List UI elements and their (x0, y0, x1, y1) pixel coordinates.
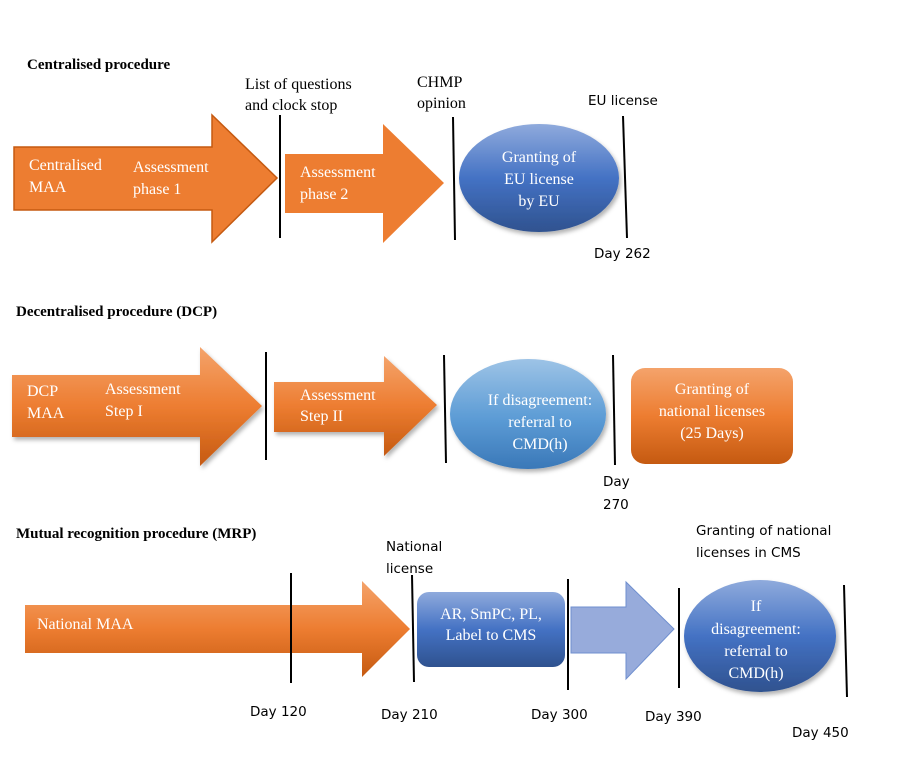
day-262-label: Day 262 (594, 246, 651, 262)
dcp-maa-label-2: MAA (27, 405, 65, 422)
assessment-step2-label-1: Assessment (300, 387, 376, 404)
mrp-disagreement-label-4: CMD(h) (728, 665, 783, 682)
dcp-disagreement-label-1: If disagreement: (488, 392, 592, 409)
granting-eu-license-label-2: EU license (504, 171, 574, 188)
day-300-label: Day 300 (531, 707, 588, 723)
day-210-label: Day 210 (381, 707, 438, 723)
centralised-section: Centralised procedure Centralised MAA As… (13, 57, 658, 262)
day-270-label-2: 270 (603, 497, 629, 513)
national-license-label-2: license (386, 561, 433, 577)
granting-eu-license-label-1: Granting of (502, 149, 577, 166)
granting-eu-license-ellipse (459, 124, 619, 232)
eu-license-label: EU license (588, 93, 658, 109)
assessment-step1-label-1: Assessment (105, 381, 181, 398)
granting-eu-license-label-3: by EU (518, 193, 560, 210)
dcp-milestone-line-day-270 (612, 354, 616, 466)
dcp-maa-label-1: DCP (27, 383, 58, 400)
assessment-phase2-label-2: phase 2 (300, 186, 348, 203)
ar-smpc-pl-label-2: Label to CMS (446, 627, 537, 644)
centralised-arrow-phase2 (285, 124, 444, 243)
national-license-label-1: National (386, 539, 442, 555)
ar-smpc-pl-box (417, 592, 565, 667)
decentralised-title: Decentralised procedure (DCP) (16, 304, 217, 320)
granting-national-licenses-label-1: Granting of (675, 381, 750, 398)
clock-stop-label-2: and clock stop (245, 97, 337, 114)
granting-national-licenses-label-2: national licenses (659, 403, 765, 420)
mrp-milestone-line-day-450 (843, 584, 848, 698)
centralised-maa-label-1: Centralised (29, 157, 102, 174)
milestone-line-chmp-opinion (452, 116, 456, 241)
granting-national-licenses-label-3: (25 Days) (680, 425, 744, 442)
centralised-arrow-phase1 (13, 113, 279, 244)
clock-stop-label-1: List of questions (245, 76, 352, 93)
granting-cms-label-2: licenses in CMS (696, 545, 801, 561)
dcp-arrow-step1 (12, 347, 262, 466)
dcp-disagreement-label-2: referral to (508, 414, 572, 431)
assessment-phase2-label-1: Assessment (300, 164, 376, 181)
national-maa-label: National MAA (37, 616, 134, 633)
day-120-label: Day 120 (250, 704, 307, 720)
assessment-step1-label-2: Step I (105, 403, 143, 420)
mrp-arrow-national-maa (25, 581, 410, 677)
milestone-line-eu-license (622, 115, 628, 239)
dcp-arrow-step2 (274, 356, 437, 456)
day-270-label-1: Day (603, 474, 630, 490)
mrp-arrow-to-cms (570, 580, 675, 681)
mrp-disagreement-label-3: referral to (724, 643, 788, 660)
centralised-title: Centralised procedure (27, 57, 171, 73)
mrp-disagreement-label-1: If (751, 598, 762, 615)
granting-cms-label-1: Granting of national (696, 523, 831, 539)
mrp-disagreement-label-2: disagreement: (711, 621, 801, 638)
dcp-disagreement-label-3: CMD(h) (512, 436, 567, 453)
mrp-milestone-line-day-210 (411, 574, 415, 683)
granting-national-licenses-box (631, 368, 793, 464)
dcp-milestone-line-2 (443, 354, 447, 464)
chmp-opinion-label-2: opinion (417, 95, 466, 112)
mutual-recognition-title: Mutual recognition procedure (MRP) (16, 526, 256, 542)
day-390-label: Day 390 (645, 709, 702, 725)
dcp-disagreement-ellipse (450, 359, 606, 469)
assessment-phase1-label-2: phase 1 (133, 181, 181, 198)
mutual-recognition-section: Mutual recognition procedure (MRP) Natio… (16, 523, 849, 741)
assessment-phase1-label-1: Assessment (133, 159, 209, 176)
mrp-disagreement-ellipse (684, 580, 836, 692)
assessment-step2-label-2: Step II (300, 408, 343, 425)
ar-smpc-pl-label-1: AR, SmPC, PL, (440, 606, 542, 623)
centralised-maa-label-2: MAA (29, 179, 67, 196)
decentralised-section: Decentralised procedure (DCP) DCP MAA As… (12, 304, 793, 513)
day-450-label: Day 450 (792, 725, 849, 741)
chmp-opinion-label-1: CHMP (417, 74, 462, 91)
